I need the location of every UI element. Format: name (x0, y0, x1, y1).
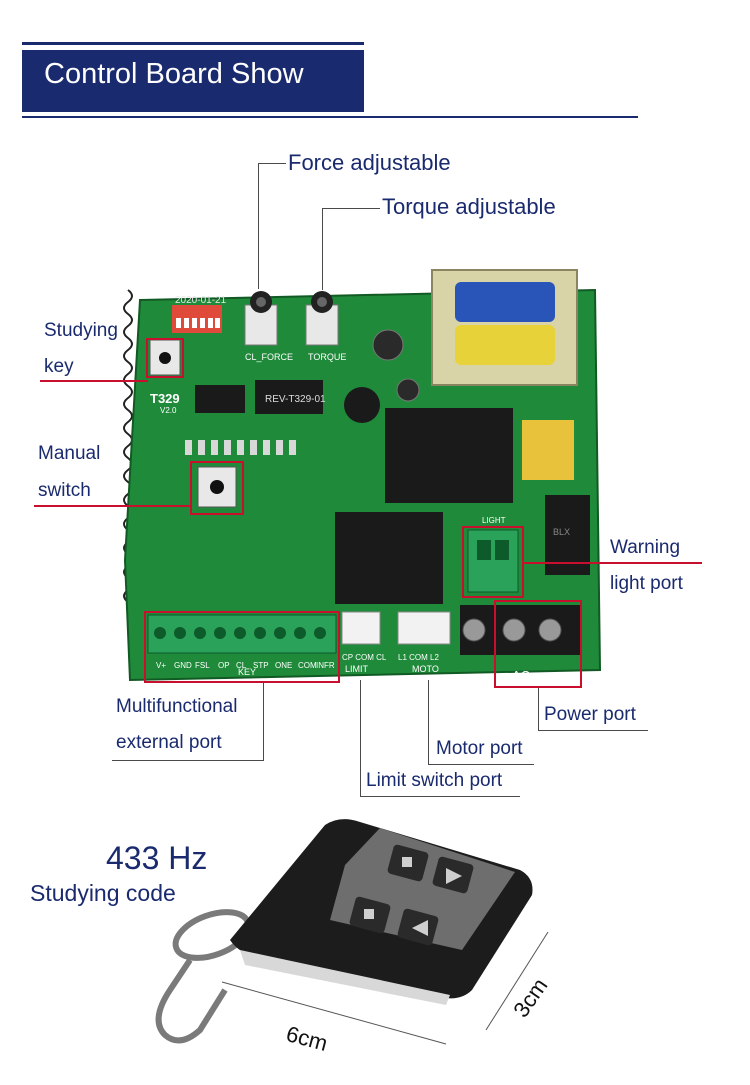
header-top-rule (22, 42, 364, 45)
capacitor-yellow (522, 420, 574, 480)
board-limit-pins: CP COM CL (342, 653, 387, 662)
board-blx: BLX (553, 527, 570, 537)
buzzer (344, 387, 380, 423)
board-light: LIGHT (482, 516, 506, 525)
svg-text:ONE: ONE (275, 661, 292, 670)
warning-light-highlight (462, 526, 524, 598)
page-title: Control Board Show (44, 58, 304, 90)
label-manual-switch-line1: Manual (38, 443, 101, 464)
svg-text:V+: V+ (156, 661, 166, 670)
motor-port-leader-h (428, 764, 534, 765)
label-torque-adjustable: Torque adjustable (382, 194, 556, 219)
board-version: V2.0 (160, 406, 177, 415)
board-pe: PE (474, 673, 485, 682)
relay (335, 512, 443, 604)
label-motor-port: Motor port (436, 738, 523, 759)
svg-text:FSL: FSL (195, 661, 210, 670)
limit-switch-leader-v (360, 680, 361, 796)
label-studying-key-line2: key (44, 356, 74, 377)
board-torque: TORQUE (308, 352, 346, 362)
ic-chip-main (255, 380, 323, 414)
multifunctional-leader-v (263, 683, 264, 761)
warning-light-leader (522, 562, 702, 564)
torque-leader-h (322, 208, 380, 209)
torque-potentiometer (305, 291, 339, 346)
label-warning-light-line2: light port (610, 573, 683, 594)
board-moto: MOTO (412, 664, 439, 674)
force-leader-v (258, 163, 259, 289)
label-manual-switch-line2: switch (38, 480, 91, 501)
multifunctional-highlight (144, 611, 340, 683)
label-power-port: Power port (544, 704, 636, 725)
keyring-icon (155, 909, 252, 1044)
limit-connector (341, 611, 381, 645)
board-key: KEY (238, 667, 256, 677)
label-force-adjustable: Force adjustable (288, 150, 451, 175)
board-rev: REV-T329-01 (265, 394, 326, 405)
label-studying-key-line1: Studying (44, 320, 118, 341)
transformer (431, 269, 578, 386)
fuse-block (545, 495, 590, 575)
relay (385, 408, 513, 503)
width-dimension-line (221, 981, 447, 1045)
label-multifunctional-line2: external port (116, 732, 222, 753)
power-port-highlight (494, 600, 582, 688)
header-bottom-rule (22, 116, 638, 118)
board-limit: LIMIT (345, 664, 369, 674)
remote-frequency: 433 Hz (106, 840, 208, 876)
svg-text:INFR: INFR (316, 661, 335, 670)
board-model: T329 (150, 391, 180, 406)
manual-switch-highlight (190, 461, 244, 515)
svg-text:CL: CL (236, 661, 247, 670)
warning-light-terminal (467, 529, 519, 593)
board-moto-pins: L1 COM L2 (398, 653, 439, 662)
torque-leader-v (322, 208, 323, 290)
board-ac: AC (512, 668, 530, 683)
motor-port-leader-v (428, 680, 429, 764)
multifunctional-leader-h (112, 760, 264, 761)
board-date: 2020-01-21 (175, 295, 227, 306)
label-multifunctional-line1: Multifunctional (116, 696, 238, 717)
power-screw-terminals (460, 605, 580, 655)
studying-key-leader (40, 380, 148, 382)
label-warning-light-line1: Warning (610, 537, 681, 558)
force-potentiometer (244, 291, 278, 346)
svg-text:STP: STP (253, 661, 269, 670)
limit-switch-leader-h (360, 796, 520, 797)
motor-connector (397, 611, 451, 645)
svg-text:GND: GND (174, 661, 192, 670)
power-port-leader-v (538, 688, 539, 730)
ic-chip (195, 385, 245, 413)
remote-buttons (349, 844, 474, 946)
power-port-leader-h (538, 730, 648, 731)
remote-subtitle: Studying code (30, 880, 176, 906)
studying-key-highlight (146, 338, 184, 378)
capacitor (396, 378, 420, 402)
board-cl-force: CL_FORCE (245, 352, 293, 362)
manual-switch-leader (34, 505, 192, 507)
label-limit-switch-port: Limit switch port (366, 770, 503, 791)
capacitor (372, 329, 404, 361)
svg-text:OP: OP (218, 661, 230, 670)
svg-text:COM: COM (298, 661, 317, 670)
height-dimension-line (485, 931, 549, 1031)
header-banner (22, 50, 364, 112)
force-leader-h (258, 163, 286, 164)
